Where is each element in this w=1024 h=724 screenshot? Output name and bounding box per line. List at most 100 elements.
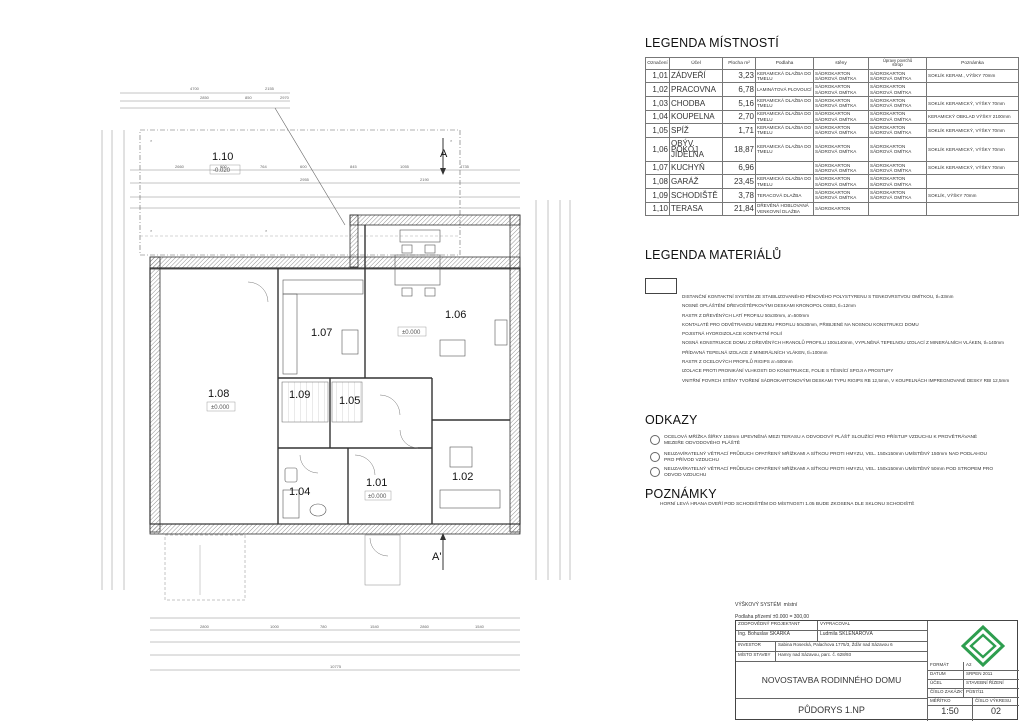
room-1-06-label: 1.06: [445, 309, 466, 321]
staircase: [281, 381, 363, 423]
room-area: 1,71: [722, 123, 756, 138]
title-block: ZODPOVĚDNÝ PROJEKTANT VYPRACOVAL Ing. Bo…: [735, 620, 1019, 721]
room-number: 1,04: [645, 109, 670, 125]
room-name: SPÍŽ: [669, 123, 723, 138]
room-number: 1,06: [645, 136, 670, 162]
purpose-label: ÚČEL: [928, 680, 964, 689]
reference-text: NEUZAVÍRATELNÝ VĚTRACÍ PRŮDUCH OPATŘENÝ …: [664, 467, 994, 478]
date-label: DATUM: [928, 671, 964, 680]
svg-text:10775: 10775: [330, 664, 342, 669]
room-name: SCHODIŠTĚ: [669, 187, 723, 203]
svg-text:2850: 2850: [200, 95, 210, 100]
reference-item: OCELOVÁ MŘÍŽKA ŠÍŘKY 150mm UPEVNĚNÁ MEZI…: [650, 435, 1010, 449]
header-walls: stěny: [813, 57, 869, 70]
room-note: SOKLÍK KERAMICKÝ, VÝŠKY 70mm: [926, 136, 1019, 162]
purpose-value: STAVEBNÍ ŘÍZENÍ: [964, 680, 1019, 689]
room-number: 1,02: [645, 82, 670, 97]
order-label: ČÍSLO ZAKÁZKY: [928, 689, 964, 698]
material-list: DISTANČNÍ KONTAKTNÍ SYSTÉM ZE STABILIZOV…: [682, 292, 1022, 385]
drawn-name: Ludmila SKLENÁŘOVÁ: [818, 631, 928, 642]
section-top-label: A: [440, 148, 448, 160]
room-1-10-label: 1.10: [212, 151, 233, 163]
svg-text:×: ×: [265, 228, 268, 233]
room-ceiling: SÁDROKARTON SÁDROVÁ OMÍTKA: [868, 160, 927, 176]
room-walls: SÁDROKARTON SÁDROVÁ OMÍTKA: [813, 136, 869, 162]
header-name: Účel: [669, 57, 723, 70]
room-area: 3,78: [722, 187, 756, 203]
room-1-08-label: 1.08: [208, 388, 229, 400]
dimension-lines: [101, 92, 571, 671]
room-name: GARÁŽ: [669, 174, 723, 189]
svg-text:600: 600: [300, 164, 307, 169]
room-walls: SÁDROKARTON SÁDROVÁ OMÍTKA: [813, 174, 869, 189]
svg-text:780: 780: [320, 624, 327, 629]
dimension-texts: 4700 2155 2850 850 2970 2660 600 764 600…: [175, 86, 485, 669]
material-item: DISTANČNÍ KONTAKTNÍ SYSTÉM ZE STABILIZOV…: [682, 294, 954, 299]
room-name: KOUPELNA: [669, 109, 723, 125]
svg-text:4700: 4700: [190, 86, 200, 91]
room-ceiling: [868, 201, 927, 217]
material-swatch: [645, 278, 677, 294]
room-walls: SÁDROKARTON SÁDROVÁ OMÍTKA: [813, 68, 869, 84]
room-area: 21,84: [722, 201, 756, 217]
svg-text:4735: 4735: [460, 164, 470, 169]
svg-text:×: ×: [150, 138, 153, 143]
room-note: SOKLÍK KERAMICKÝ, VÝŠKY 70mm: [926, 160, 1019, 176]
svg-text:×: ×: [450, 138, 453, 143]
format-label: FORMÁT: [928, 662, 964, 671]
room-area: 3,23: [722, 68, 756, 84]
room-number: 1,09: [645, 187, 670, 203]
room-note: [926, 201, 1019, 217]
material-item: NOSNÉ OPLÁŠTĚNÍ DŘEVOŠTĚPKOVÝMI DESKAMI …: [682, 303, 856, 309]
room-walls: SÁDROKARTON SÁDROVÁ OMÍTKA: [813, 109, 869, 125]
room-note: SOKLÍK KERAMICKÝ, VÝŠKY 70mm: [926, 123, 1019, 138]
bathroom-fixtures: [282, 467, 327, 519]
room-number: 1,08: [645, 174, 670, 189]
notes-text: HORNÍ LEVÁ HRANA DVEŘÍ POD SCHODIŠTĚM DO…: [660, 502, 915, 507]
room-note: [926, 174, 1019, 189]
height-system: VÝŠKOVÝ SYSTÉM místní Podlaha přízemí ±0…: [735, 599, 809, 623]
room-1-08-level: ±0.000: [211, 405, 230, 411]
svg-text:1540: 1540: [370, 624, 380, 629]
room-note: SOKLÍK KERAM., VÝŠKY 70mm: [926, 68, 1019, 84]
room-floor: KERAMICKÁ DLAŽBA DO TMELU: [755, 174, 814, 189]
reference-text: NEUZAVÍRATELNÝ VĚTRACÍ PRŮDUCH OPATŘENÝ …: [664, 452, 987, 463]
room-1-10-level: -0.020: [213, 168, 231, 174]
svg-text:2800: 2800: [200, 624, 210, 629]
project-name: NOVOSTAVBA RODINNÉHO DOMU: [736, 662, 928, 699]
scale-value: 1:50: [928, 706, 973, 721]
room-floor: KERAMICKÁ DLAŽBA DO TMELU: [755, 96, 814, 111]
room-legend-table: Označení Účel Plocha m² Podlaha stěny Úp…: [645, 57, 1019, 217]
room-1-01-level: ±0.000: [368, 494, 387, 500]
material-item: PŘÍDAVNÁ TEPELNÁ IZOLACE Z MINERÁLNÍCH V…: [682, 349, 828, 355]
room-name: PRACOVNA: [669, 82, 723, 97]
room-floor: KERAMICKÁ DLAŽBA DO TMELU: [755, 109, 814, 125]
material-item: NOSNÁ KONSTRUKCE DOMU Z DŘEVĚNÝCH HRANOL…: [682, 340, 1004, 346]
room-number: 1,01: [645, 68, 670, 84]
svg-text:600: 600: [220, 164, 227, 169]
room-1-04-label: 1.04: [289, 486, 310, 498]
material-item: RASTR Z OCELOVÝCH PROFILŮ RIGIPS a'=500m…: [682, 359, 793, 365]
svg-text:2660: 2660: [175, 164, 185, 169]
room-walls: SÁDROKARTON SÁDROVÁ OMÍTKA: [813, 82, 869, 97]
room-area: 18,87: [722, 136, 756, 162]
room-note: KERAMICKÝ OBKLAD VÝŠKY 2100mm: [926, 109, 1019, 125]
room-legend-title: LEGENDA MÍSTNOSTÍ: [645, 36, 779, 50]
room-ceiling: SÁDROKARTON SÁDROVÁ OMÍTKA: [868, 174, 927, 189]
room-ceiling: SÁDROKARTON SÁDROVÁ OMÍTKA: [868, 96, 927, 111]
room-floor: DŘEVĚNÁ HOBLOVANÁ VENKOVNÍ DLAŽBA: [755, 201, 814, 217]
company-logo-icon: [961, 625, 1005, 667]
room-name: KUCHYŇ: [669, 160, 723, 176]
reference-item: NEUZAVÍRATELNÝ VĚTRACÍ PRŮDUCH OPATŘENÝ …: [650, 452, 1010, 466]
room-ceiling: SÁDROKARTON SÁDROVÁ OMÍTKA: [868, 123, 927, 138]
scale-label: MĚŘÍTKO: [928, 698, 973, 706]
entrance-porch: [164, 534, 401, 601]
sheet-label: ČÍSLO VÝKRESU: [973, 698, 1019, 706]
svg-text:1000: 1000: [270, 624, 280, 629]
kitchen-counter: [282, 229, 441, 375]
reference-item: NEUZAVÍRATELNÝ VĚTRACÍ PRŮDUCH OPATŘENÝ …: [650, 467, 1010, 481]
